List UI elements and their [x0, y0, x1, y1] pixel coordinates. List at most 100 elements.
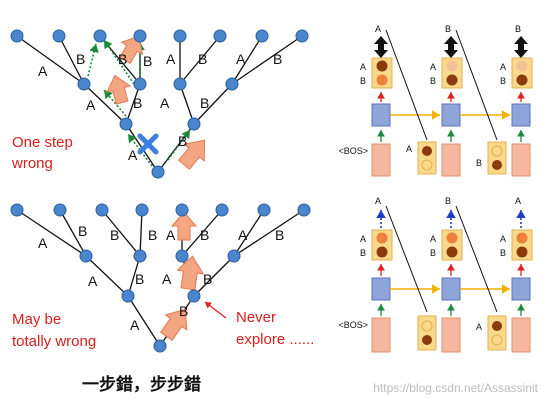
edge-label: A	[88, 273, 98, 289]
output-token: B	[515, 24, 521, 34]
highlight-arrow	[170, 211, 198, 241]
output-token: B	[445, 24, 451, 34]
edge-label: B	[200, 227, 209, 243]
rnn-cell	[371, 277, 391, 301]
tree-node	[133, 77, 147, 91]
tree-node	[133, 249, 147, 263]
input-embedding	[371, 143, 391, 177]
input-embedding	[511, 143, 531, 177]
rnn-cell	[511, 103, 531, 127]
bottom-tree: A B A B A B B A B B A B A B Never explor…	[10, 203, 314, 353]
tree-edge	[83, 83, 127, 125]
bottom-seq-diagram: A B A A B A B A B	[338, 196, 533, 353]
tree-node	[121, 289, 135, 303]
sampled-box-2	[487, 315, 507, 351]
tree-node	[227, 249, 241, 263]
rnn-cell	[371, 103, 391, 127]
tree-edge	[193, 255, 235, 297]
tree-node	[173, 29, 187, 43]
highlight-arrow	[176, 255, 205, 291]
edge-label: B	[133, 95, 142, 111]
tree-node	[77, 77, 91, 91]
edge-label: B	[118, 51, 127, 67]
tree-edge	[233, 209, 305, 257]
prob-box-3	[511, 229, 533, 261]
tree-node	[10, 203, 24, 217]
output-token: A	[375, 24, 381, 34]
input-embedding	[511, 317, 531, 353]
edge-label: B	[200, 95, 209, 111]
tree-edge	[125, 83, 141, 125]
output-token: A	[375, 196, 381, 206]
path-arrow	[87, 43, 99, 77]
prob-label: B	[360, 248, 366, 258]
tree-edge	[59, 209, 87, 257]
tree-edge	[181, 209, 223, 257]
prob-label: B	[500, 248, 506, 258]
tree-edge	[233, 209, 265, 257]
prob-box-2	[441, 229, 463, 261]
prob-label: A	[360, 62, 366, 72]
tree-node	[135, 203, 149, 217]
tree-node	[297, 203, 311, 217]
edge-label: A	[162, 271, 172, 287]
feedback-line	[455, 205, 498, 313]
prob-label: B	[360, 76, 366, 86]
tree-node	[175, 203, 189, 217]
edge-label: B	[110, 227, 119, 243]
output-token: B	[445, 196, 451, 206]
tree-node	[10, 29, 24, 43]
prob-label: A	[360, 234, 366, 244]
edge-label: B	[273, 51, 282, 67]
bos-label: <BOS>	[338, 320, 368, 330]
tree-node	[257, 203, 271, 217]
path-arrow	[103, 89, 127, 117]
edge-label: B	[275, 227, 284, 243]
prob-box-1	[371, 229, 393, 261]
tree-node	[133, 29, 147, 43]
edge-label: A	[38, 63, 48, 79]
input-embedding	[441, 143, 461, 177]
tree-edge	[127, 295, 161, 347]
edge-label: A	[128, 147, 138, 163]
tree-node	[93, 29, 107, 43]
tree-node	[215, 203, 229, 217]
edge-label: B	[148, 227, 157, 243]
edge-label: B	[78, 223, 87, 239]
never-explore-line: explore ......	[236, 331, 314, 348]
prob-label: A	[500, 62, 506, 72]
tree-node	[173, 77, 187, 91]
tree-edge	[58, 35, 85, 85]
rnn-cell	[441, 103, 461, 127]
sampled-label: A	[406, 144, 412, 154]
tree-edge	[179, 35, 221, 85]
feedback-line	[385, 205, 428, 313]
edge-label: B	[198, 51, 207, 67]
never-explore-line: Never	[236, 309, 276, 326]
annotation-line: wrong	[11, 155, 53, 172]
tree-node	[175, 249, 189, 263]
tree-node	[95, 203, 109, 217]
tree-node	[53, 203, 67, 217]
edge-label: A	[236, 51, 246, 67]
feedback-line	[455, 29, 498, 141]
annotation-line: totally wrong	[12, 333, 96, 350]
edge-label: B	[178, 133, 187, 149]
prob-box-3	[511, 57, 533, 89]
tree-edge	[139, 209, 143, 257]
annotation-line: One step	[12, 134, 73, 151]
highlight-arrow	[119, 35, 144, 65]
tree-node	[79, 249, 93, 263]
rnn-cell	[511, 277, 531, 301]
compare-arrows	[374, 36, 528, 58]
prob-box-1	[371, 57, 393, 89]
prob-label: A	[430, 62, 436, 72]
tree-node	[255, 29, 269, 43]
tree-node	[52, 29, 66, 43]
tree-node	[187, 289, 201, 303]
highlight-arrow	[159, 308, 188, 341]
tree-edge	[101, 209, 141, 257]
pointer-arrow	[204, 301, 227, 319]
tree-edge	[231, 35, 263, 85]
